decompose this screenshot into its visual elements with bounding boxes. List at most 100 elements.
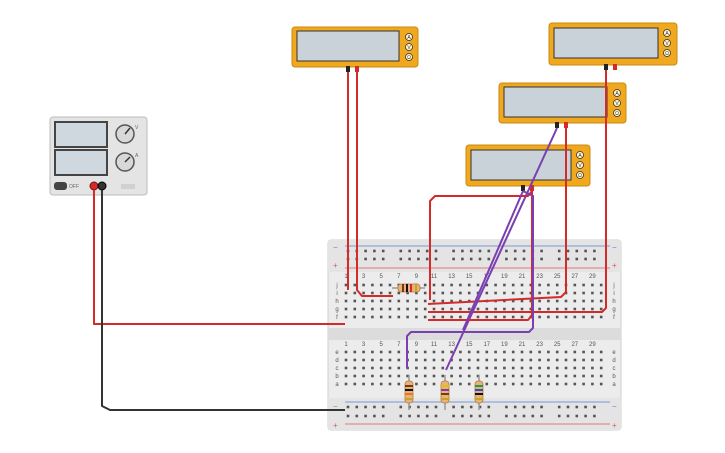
- breadboard-hole[interactable]: [432, 358, 436, 362]
- breadboard-hole[interactable]: [364, 414, 367, 418]
- breadboard-hole[interactable]: [459, 283, 462, 287]
- breadboard-hole[interactable]: [441, 299, 445, 303]
- breadboard-hole[interactable]: [379, 307, 383, 311]
- breadboard-hole[interactable]: [531, 414, 535, 418]
- wire-m3-purple[interactable]: [445, 127, 558, 371]
- breadboard-hole[interactable]: [513, 249, 517, 253]
- breadboard-hole[interactable]: [381, 249, 385, 253]
- breadboard-hole[interactable]: [573, 358, 577, 362]
- breadboard-hole[interactable]: [538, 366, 541, 370]
- breadboard-hole[interactable]: [388, 299, 392, 303]
- breadboard-hole[interactable]: [415, 350, 418, 354]
- breadboard-hole[interactable]: [511, 315, 515, 319]
- breadboard-hole[interactable]: [555, 358, 559, 362]
- breadboard-hole[interactable]: [434, 414, 438, 418]
- breadboard-hole[interactable]: [432, 382, 436, 386]
- breadboard-hole[interactable]: [417, 249, 420, 253]
- breadboard-hole[interactable]: [415, 307, 418, 311]
- breadboard-hole[interactable]: [423, 299, 427, 303]
- resistor-top[interactable]: [392, 283, 425, 293]
- breadboard-hole[interactable]: [538, 283, 541, 287]
- breadboard-hole[interactable]: [529, 350, 533, 354]
- multimeter-3-button-a[interactable]: [613, 89, 621, 97]
- breadboard-hole[interactable]: [441, 291, 445, 295]
- breadboard-hole[interactable]: [397, 307, 401, 311]
- breadboard-hole[interactable]: [469, 405, 473, 409]
- positive-terminal[interactable]: [89, 181, 99, 191]
- breadboard-hole[interactable]: [547, 291, 550, 295]
- breadboard-hole[interactable]: [511, 283, 515, 287]
- wire-m4-purple-diagonal[interactable]: [462, 190, 524, 331]
- breadboard-hole[interactable]: [399, 249, 403, 253]
- breadboard-hole[interactable]: [566, 405, 570, 409]
- breadboard-hole[interactable]: [591, 315, 594, 319]
- breadboard-hole[interactable]: [379, 350, 383, 354]
- breadboard-hole[interactable]: [505, 249, 508, 253]
- breadboard-hole[interactable]: [434, 405, 438, 409]
- breadboard-hole[interactable]: [591, 299, 594, 303]
- breadboard-hole[interactable]: [547, 374, 550, 378]
- multimeter-3[interactable]: [498, 82, 627, 128]
- breadboard-hole[interactable]: [450, 374, 453, 378]
- breadboard-hole[interactable]: [388, 315, 392, 319]
- breadboard-hole[interactable]: [434, 249, 438, 253]
- breadboard-hole[interactable]: [487, 414, 491, 418]
- breadboard-hole[interactable]: [511, 358, 515, 362]
- breadboard-hole[interactable]: [373, 405, 376, 409]
- breadboard-hole[interactable]: [476, 315, 480, 319]
- breadboard-hole[interactable]: [399, 257, 403, 261]
- breadboard-hole[interactable]: [467, 307, 471, 311]
- breadboard-hole[interactable]: [381, 257, 385, 261]
- breadboard-hole[interactable]: [344, 283, 348, 287]
- breadboard-hole[interactable]: [538, 382, 541, 386]
- breadboard-hole[interactable]: [406, 374, 409, 378]
- breadboard-hole[interactable]: [373, 249, 376, 253]
- breadboard-hole[interactable]: [450, 315, 453, 319]
- breadboard-hole[interactable]: [371, 382, 374, 386]
- breadboard-hole[interactable]: [423, 366, 427, 370]
- breadboard-hole[interactable]: [371, 283, 374, 287]
- breadboard-hole[interactable]: [459, 358, 462, 362]
- breadboard-hole[interactable]: [529, 299, 533, 303]
- breadboard-hole[interactable]: [461, 249, 464, 253]
- breadboard-hole[interactable]: [573, 374, 577, 378]
- breadboard-hole[interactable]: [494, 374, 497, 378]
- breadboard-hole[interactable]: [353, 358, 357, 362]
- breadboard-hole[interactable]: [388, 291, 392, 295]
- breadboard-hole[interactable]: [485, 374, 489, 378]
- resistor-3[interactable]: [474, 375, 484, 410]
- breadboard-hole[interactable]: [547, 350, 550, 354]
- breadboard-holes[interactable]: [344, 249, 603, 418]
- breadboard-hole[interactable]: [505, 257, 508, 261]
- breadboard-hole[interactable]: [423, 382, 427, 386]
- breadboard-hole[interactable]: [540, 414, 543, 418]
- breadboard-hole[interactable]: [467, 366, 471, 370]
- negative-terminal[interactable]: [97, 181, 107, 191]
- breadboard-hole[interactable]: [476, 283, 480, 287]
- breadboard-hole[interactable]: [485, 366, 489, 370]
- breadboard-hole[interactable]: [573, 307, 577, 311]
- breadboard-hole[interactable]: [379, 283, 383, 287]
- breadboard-hole[interactable]: [415, 382, 418, 386]
- breadboard-hole[interactable]: [485, 315, 489, 319]
- breadboard-hole[interactable]: [406, 291, 409, 295]
- breadboard-hole[interactable]: [425, 414, 429, 418]
- breadboard-hole[interactable]: [397, 315, 401, 319]
- breadboard-hole[interactable]: [520, 307, 524, 311]
- breadboard-hole[interactable]: [573, 315, 577, 319]
- breadboard-hole[interactable]: [441, 315, 445, 319]
- breadboard-hole[interactable]: [547, 299, 550, 303]
- multimeter-4[interactable]: [465, 144, 591, 191]
- breadboard-hole[interactable]: [478, 414, 482, 418]
- breadboard-hole[interactable]: [469, 414, 473, 418]
- breadboard-hole[interactable]: [423, 374, 427, 378]
- breadboard-hole[interactable]: [564, 382, 568, 386]
- multimeter-1[interactable]: [291, 26, 419, 72]
- breadboard-hole[interactable]: [362, 283, 365, 287]
- breadboard-hole[interactable]: [529, 358, 533, 362]
- breadboard-hole[interactable]: [513, 414, 517, 418]
- breadboard-hole[interactable]: [441, 374, 445, 378]
- breadboard-hole[interactable]: [593, 257, 596, 261]
- breadboard-hole[interactable]: [494, 307, 497, 311]
- breadboard-hole[interactable]: [547, 283, 550, 287]
